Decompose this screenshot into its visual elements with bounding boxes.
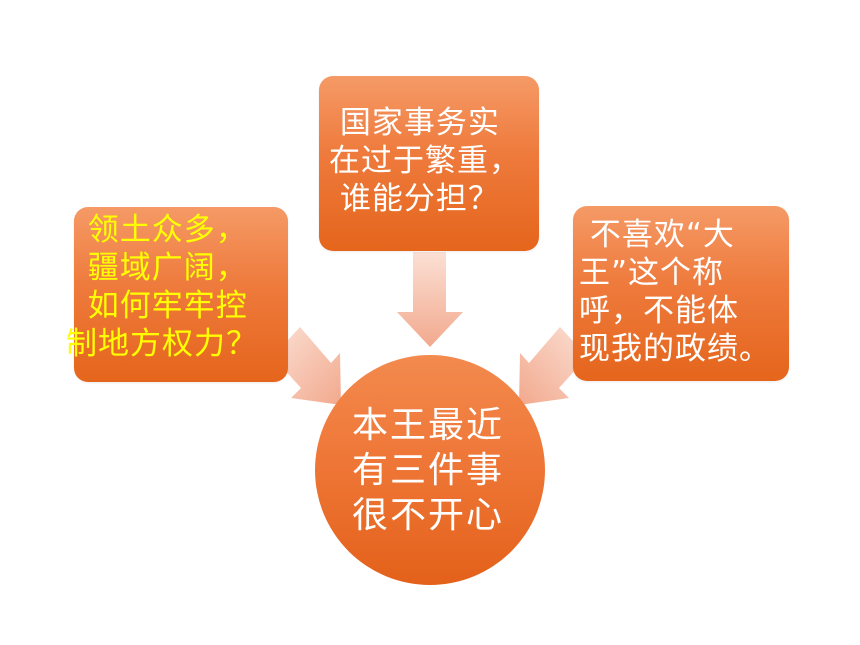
right-box: 不喜欢“大 王”这个称 呼，不能体 现我的政绩。: [573, 206, 789, 381]
top-box-text: 国家事务实 在过于繁重， 谁能分担？: [329, 105, 521, 217]
arrow-right-to-center: [519, 327, 589, 405]
arrow-top-to-center: [397, 252, 463, 347]
left-box: 领土众多， 疆域广阔， 如何牢牢控 制地方权力？: [66, 207, 288, 382]
top-box: 国家事务实 在过于繁重， 谁能分担？: [319, 76, 539, 251]
center-circle-text: 本王最近 有三件事 很不开心: [352, 405, 505, 536]
center-circle: 本王最近 有三件事 很不开心: [315, 355, 545, 585]
arrow-left-to-center: [271, 327, 341, 405]
left-box-text: 领土众多， 疆域广阔， 如何牢牢控 制地方权力？: [66, 212, 258, 362]
right-box-text: 不喜欢“大 王”这个称 呼，不能体 现我的政绩。: [579, 217, 771, 367]
